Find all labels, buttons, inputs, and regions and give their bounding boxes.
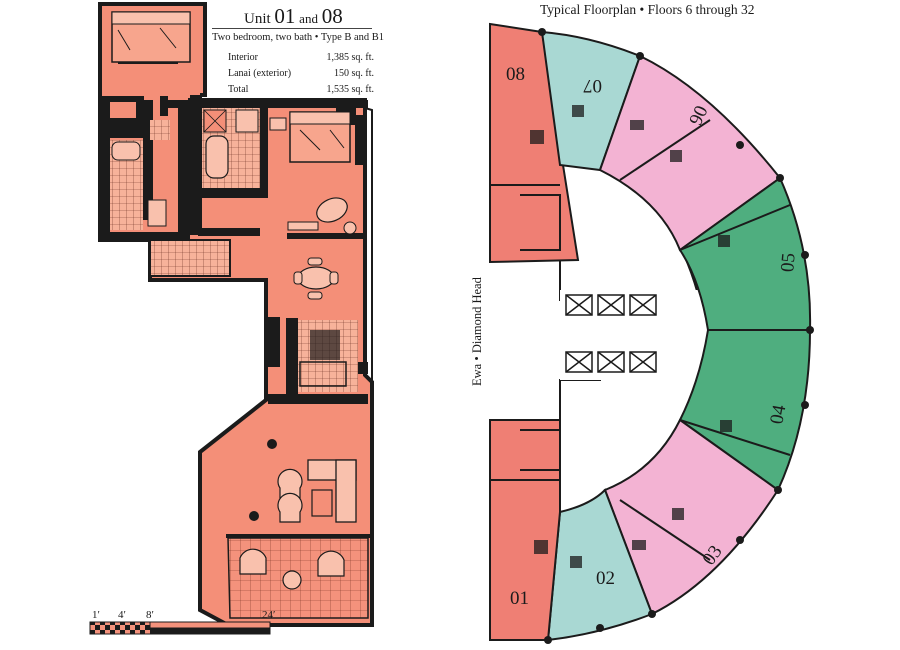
area-label: Lanai (exterior) [228,68,292,79]
scale-label-1ft: 1′ [92,609,100,621]
area-value: 150 sq. ft. [334,68,374,79]
tower-floorplan-drawing: 08 07 06 05 04 03 02 01 [489,22,814,644]
unit-label-08: 08 [506,64,525,85]
unit-title-b: 08 [321,4,343,28]
unit-floorplan-drawing [89,2,374,635]
scale-bar [89,621,271,635]
orientation-text: Ewa • Diamond Head [470,277,484,386]
unit-title-word: Unit [244,11,271,27]
scale-label-24ft: 24′ [262,609,276,621]
unit-label-01: 01 [510,588,529,609]
area-table: Interior 1,385 sq. ft. Lanai (exterior) … [228,50,374,98]
area-label: Total [228,84,249,95]
title-divider [212,28,372,29]
typical-floorplan-title: Typical Floorplan • Floors 6 through 32 [540,2,755,17]
walls [100,95,368,404]
living-room-furniture [249,439,357,523]
entry-tile [149,239,231,277]
unit-label-07: 07 [583,75,602,96]
unit-subtitle: Two bedroom, two bath • Type B and B1 [212,32,385,43]
area-row: Lanai (exterior) 150 sq. ft. [228,66,374,82]
area-value: 1,385 sq. ft. [326,52,375,63]
unit-label-05: 05 [777,252,800,273]
area-label: Interior [228,52,258,63]
area-row: Total 1,535 sq. ft. [228,82,374,98]
bedroom-two [104,8,200,98]
unit-title-and: and [299,11,318,26]
area-row: Interior 1,385 sq. ft. [228,50,374,66]
lanai-tile [226,534,370,619]
bathroom-two [110,120,170,230]
unit-title-a: 01 [274,4,296,28]
elevator-shafts [565,294,657,373]
unit-label-04: 04 [766,403,790,426]
unit-01-area [489,419,561,641]
master-bathroom [202,108,260,188]
scale-label-8ft: 8′ [146,609,154,621]
master-bedroom [269,111,357,235]
tower-walls [490,119,810,561]
orientation-label: Ewa • Diamond Head [470,268,490,388]
unit-label-02: 02 [596,568,615,589]
tile-blocks [530,105,732,568]
elevator-lobby [560,290,710,380]
dining-table [293,257,339,300]
scale-label-4ft: 4′ [118,609,126,621]
kitchen [298,320,358,392]
column-dots [538,28,814,644]
area-value: 1,535 sq. ft. [326,84,375,95]
unit-title: Unit 01 and 08 [244,4,384,29]
